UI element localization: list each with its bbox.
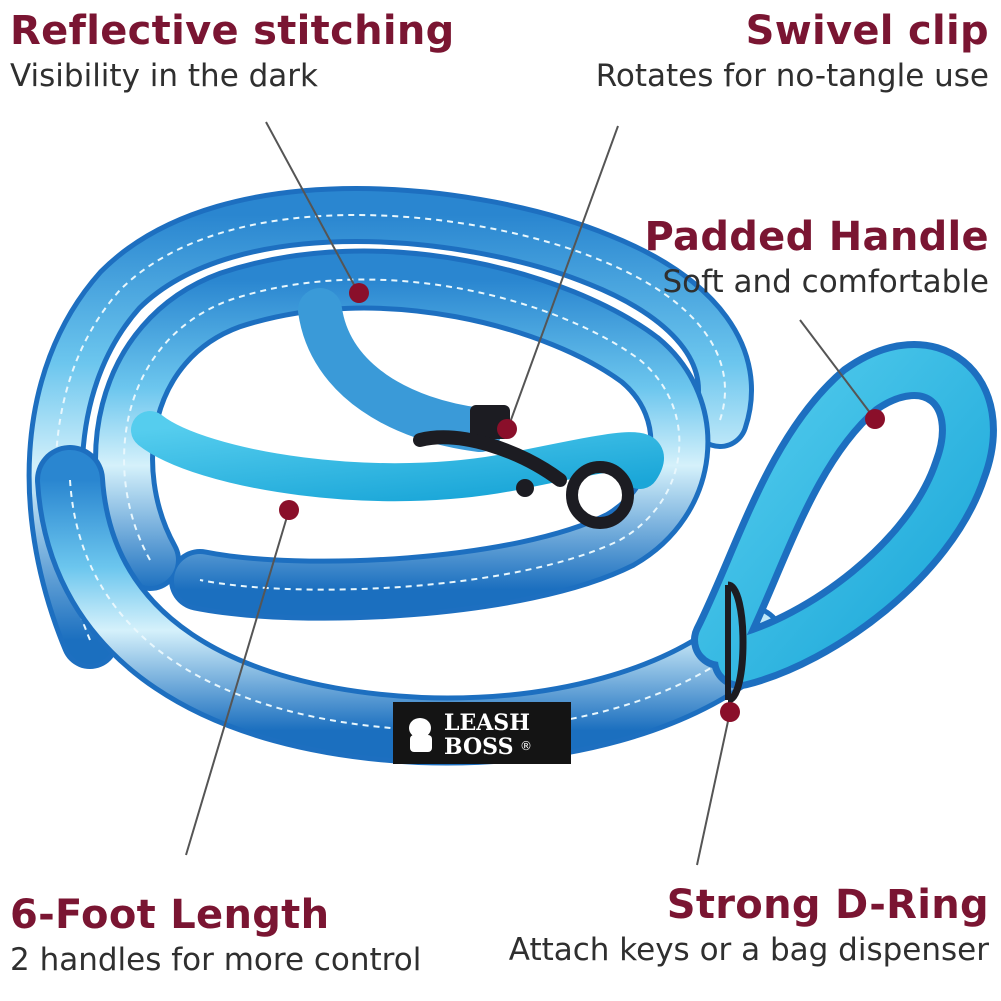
callout-reflective-stitching: Reflective stitching Visibility in the d… xyxy=(10,8,455,96)
callout-six-foot-length: 6-Foot Length 2 handles for more control xyxy=(10,892,421,980)
callout-description: Visibility in the dark xyxy=(10,58,318,94)
inner-padded-handle xyxy=(131,411,664,502)
callout-padded-handle: Padded Handle Soft and comfortable xyxy=(644,214,989,302)
callout-title: Padded Handle xyxy=(644,214,989,260)
callout-swivel-clip: Swivel clip Rotates for no-tangle use xyxy=(596,8,989,96)
callout-title: Strong D-Ring xyxy=(666,882,989,928)
pointer-line-length xyxy=(185,509,290,856)
callout-title: Swivel clip xyxy=(745,8,989,54)
dot-marker-icon xyxy=(349,283,369,303)
dot-marker-icon xyxy=(865,409,885,429)
d-ring xyxy=(725,581,747,704)
brand-label-line2: BOSS xyxy=(444,734,513,760)
callout-description: Soft and comfortable xyxy=(662,264,989,300)
callout-markers xyxy=(279,283,885,722)
brand-label: LEASH BOSS ® xyxy=(393,702,571,764)
callout-description: Attach keys or a bag dispenser xyxy=(508,932,989,968)
callout-title: 6-Foot Length xyxy=(10,892,330,938)
pointer-line-dring xyxy=(696,711,731,866)
brand-label-line1: LEASH xyxy=(444,710,530,736)
pointer-line-swivel xyxy=(507,125,619,429)
end-padded-handle xyxy=(691,341,997,689)
callout-title: Reflective stitching xyxy=(10,8,455,54)
dot-marker-icon xyxy=(497,419,517,439)
bulldog-icon xyxy=(409,718,432,752)
pointer-lines xyxy=(185,121,875,866)
pointer-line-padded xyxy=(799,319,875,419)
callout-description: 2 handles for more control xyxy=(10,942,422,978)
dot-marker-icon xyxy=(720,702,740,722)
pointer-line-reflective xyxy=(265,121,359,293)
callout-description: Rotates for no-tangle use xyxy=(595,58,989,94)
callout-strong-d-ring: Strong D-Ring Attach keys or a bag dispe… xyxy=(509,882,989,970)
dot-marker-icon xyxy=(279,500,299,520)
brand-label-mark: ® xyxy=(520,739,532,753)
